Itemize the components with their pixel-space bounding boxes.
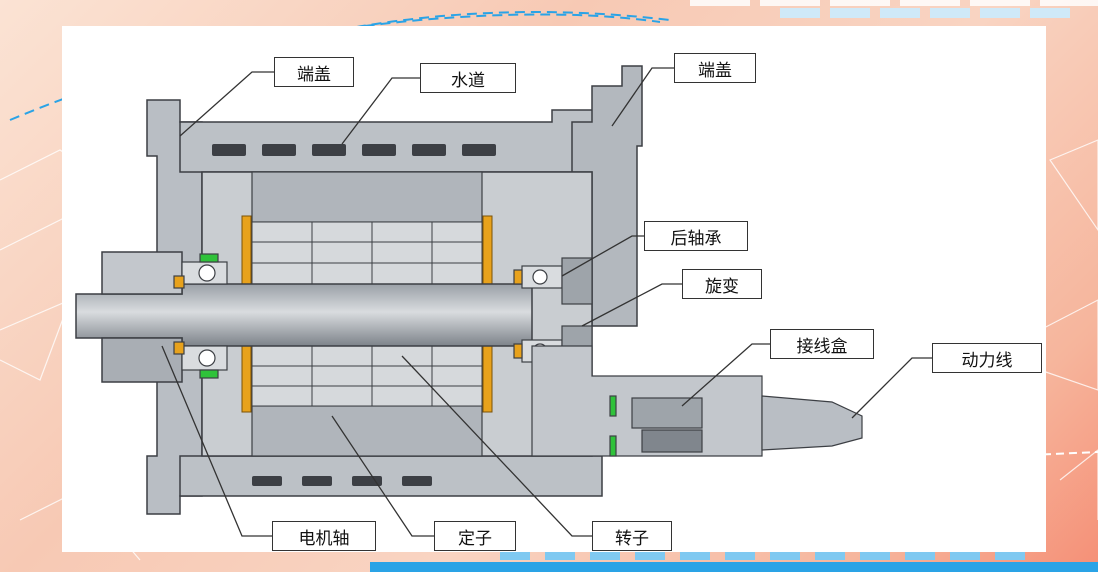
motor-shaft-body: [75, 251, 533, 383]
rotor-core: [251, 221, 483, 407]
motor-cross-section: [75, 65, 932, 537]
label-power-cable: 动力线: [932, 343, 1042, 373]
label-resolver: 旋变: [682, 269, 762, 299]
label-end-cover-right: 端盖: [674, 53, 756, 83]
junction-box-body: [531, 345, 763, 457]
label-motor-shaft: 电机轴: [272, 521, 376, 551]
power-cable-body: [761, 395, 863, 451]
label-water-channel: 水道: [420, 63, 516, 93]
label-stator: 定子: [434, 521, 516, 551]
label-rotor: 转子: [592, 521, 672, 551]
stator-core: [251, 171, 483, 457]
label-junction-box: 接线盒: [770, 329, 874, 359]
water-channels: [212, 144, 496, 486]
label-end-cover-left: 端盖: [274, 57, 354, 87]
leader-lines: [161, 67, 932, 537]
label-rear-bearing: 后轴承: [644, 221, 748, 251]
front-bearing: [173, 253, 228, 379]
